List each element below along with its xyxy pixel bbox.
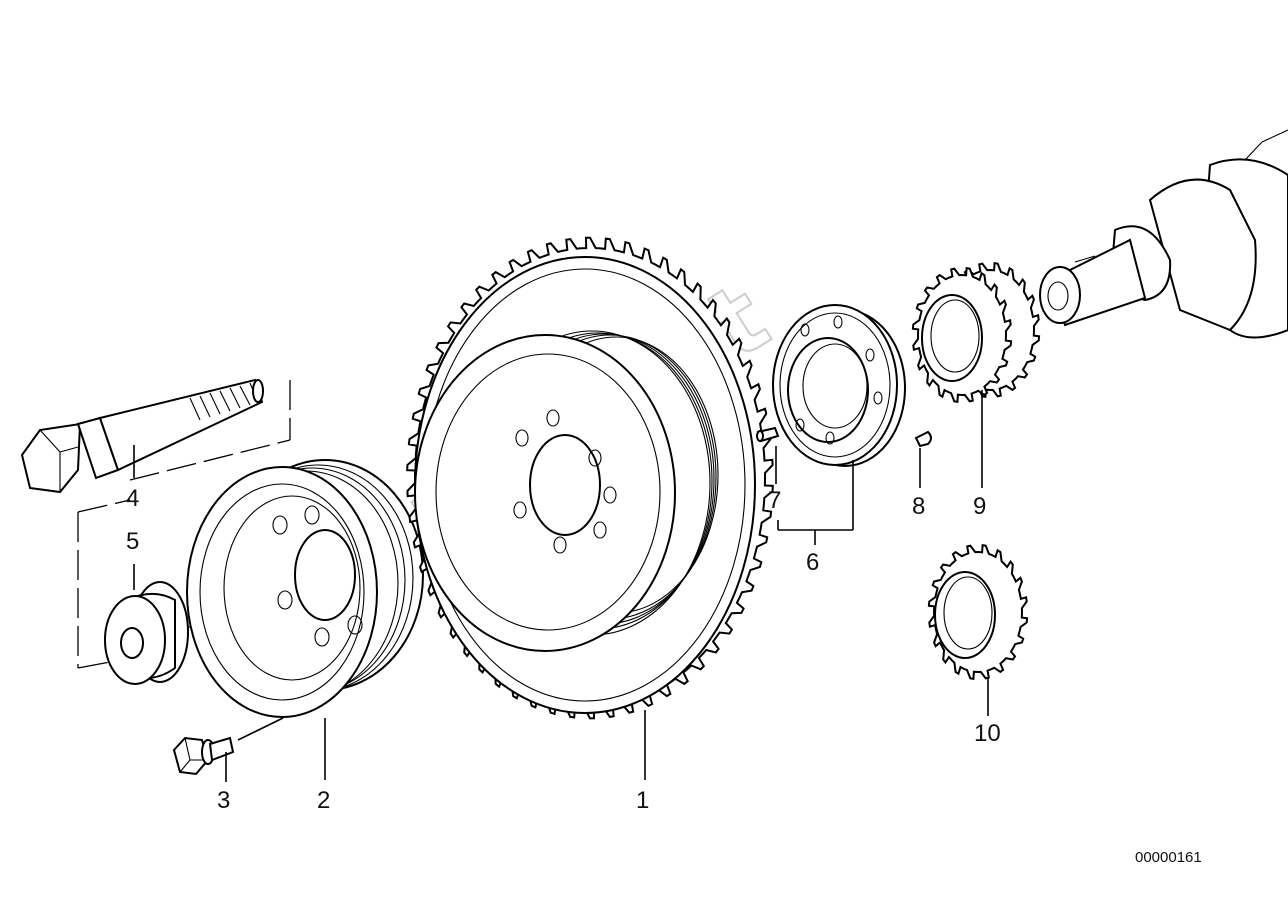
part-hub-flange[interactable] — [772, 304, 906, 467]
crankshaft-end — [1039, 129, 1288, 339]
bolt-thread-lines — [189, 382, 259, 421]
label-part-8[interactable]: 8 — [912, 493, 925, 520]
label-part-5[interactable]: 5 — [126, 528, 139, 555]
part-spacer-bushing[interactable] — [104, 581, 189, 685]
label-part-4[interactable]: 4 — [126, 485, 139, 512]
part-small-pulley[interactable] — [186, 459, 424, 718]
label-part-10[interactable]: 10 — [974, 720, 1001, 747]
part-vibration-damper[interactable] — [406, 236, 774, 720]
label-part-7[interactable]: 7 — [768, 487, 781, 514]
label-part-2[interactable]: 2 — [317, 787, 330, 814]
part-dowel-pin[interactable] — [756, 426, 780, 443]
label-part-9[interactable]: 9 — [973, 493, 986, 520]
label-part-6[interactable]: 6 — [806, 549, 819, 576]
diagram-reference-number: 00000161 — [1135, 849, 1202, 866]
part-small-bolt[interactable] — [172, 736, 235, 776]
part-double-sprocket[interactable] — [911, 261, 1041, 404]
label-part-3[interactable]: 3 — [217, 787, 230, 814]
part-bolt-long[interactable] — [20, 378, 264, 494]
part-single-sprocket[interactable] — [927, 543, 1029, 681]
part-woodruff-key[interactable] — [914, 430, 932, 448]
label-part-1[interactable]: 1 — [636, 787, 649, 814]
part-labels: 1 2 3 4 5 6 7 8 9 10 — [126, 485, 1001, 814]
leader-lines — [133, 390, 989, 782]
